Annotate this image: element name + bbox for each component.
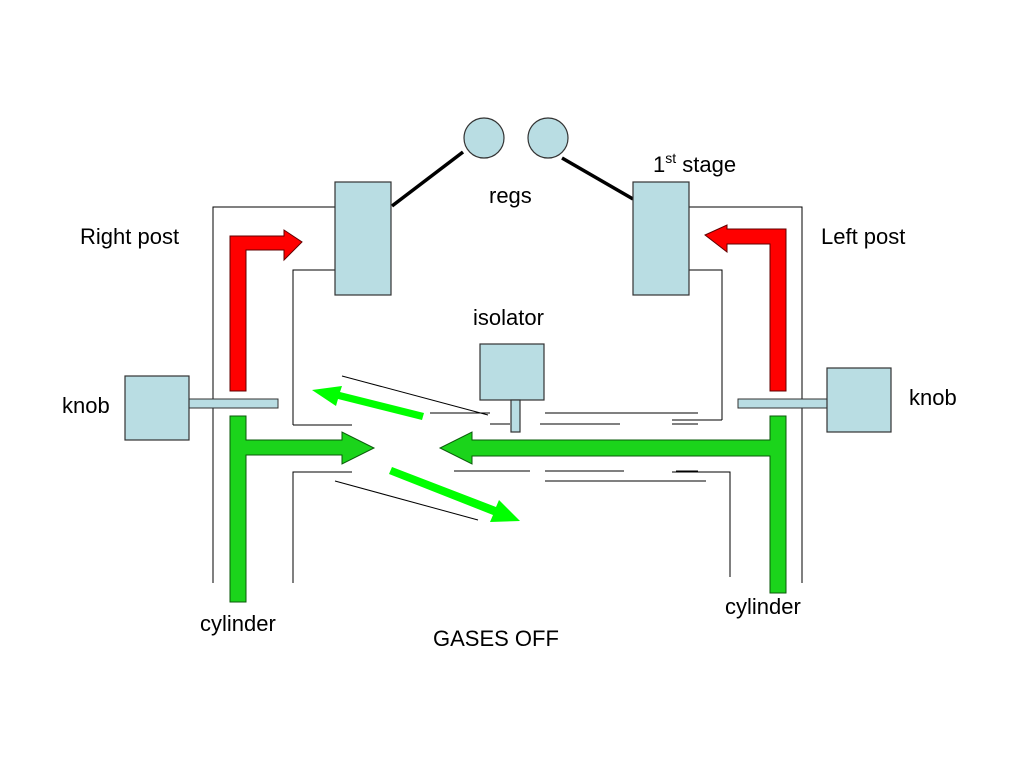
isolator-label: isolator [473,305,544,330]
right-knob [826,367,892,433]
manifold-bottom-diag [334,480,479,521]
left-knob [124,375,190,441]
left-cylinder-label: cylinder [200,611,276,636]
left-post-outer-line [212,206,335,583]
regs-label: regs [489,183,532,208]
left-first-stage [334,181,392,296]
right-knob-label: knob [909,385,957,410]
isolator-stem [510,399,521,433]
first-stage-number: 1 [653,152,665,177]
diagram-labels: 1st stage regs Right post Left post isol… [62,150,957,651]
isolator-valve [479,343,545,433]
right-post-inner-line [688,269,723,420]
left-green-cylinder-flow [229,415,376,603]
left-knob-spindle [188,398,279,409]
green-lower-diagonal-arrow [389,467,520,522]
first-stage-word: stage [682,152,736,177]
left-reg-hose [390,150,465,208]
right-red-flow-arrow [704,224,787,392]
left-post-label: Left post [821,224,905,249]
right-cylinder-label: cylinder [725,594,801,619]
first-stage-suffix: st [665,150,676,166]
right-lower-line [672,471,731,577]
left-red-flow-arrow [229,229,303,392]
right-first-stage [632,181,690,296]
right-knob-spindle [737,398,828,409]
manifold-top-diag-a [341,375,489,416]
regulator-dials [390,117,634,208]
green-flow-arrows [229,386,787,603]
status-label: GASES OFF [433,626,559,651]
left-knob-assembly [124,375,279,441]
first-stage-label: 1st stage [653,150,736,177]
pipe-outlines [212,206,803,583]
left-knob-label: knob [62,393,110,418]
isolator-body [479,343,545,401]
right-reg-dial [527,117,569,159]
right-reg-hose [561,156,634,201]
right-green-cylinder-flow [438,415,787,594]
red-flow-arrows [229,224,787,392]
green-upper-diagonal-arrow [312,386,424,420]
right-knob-assembly [737,367,892,433]
left-reg-dial [463,117,505,159]
left-lower-line [292,471,352,583]
right-post-outer-line [688,206,803,583]
right-post-label: Right post [80,224,179,249]
left-post-inner-line [292,269,335,425]
